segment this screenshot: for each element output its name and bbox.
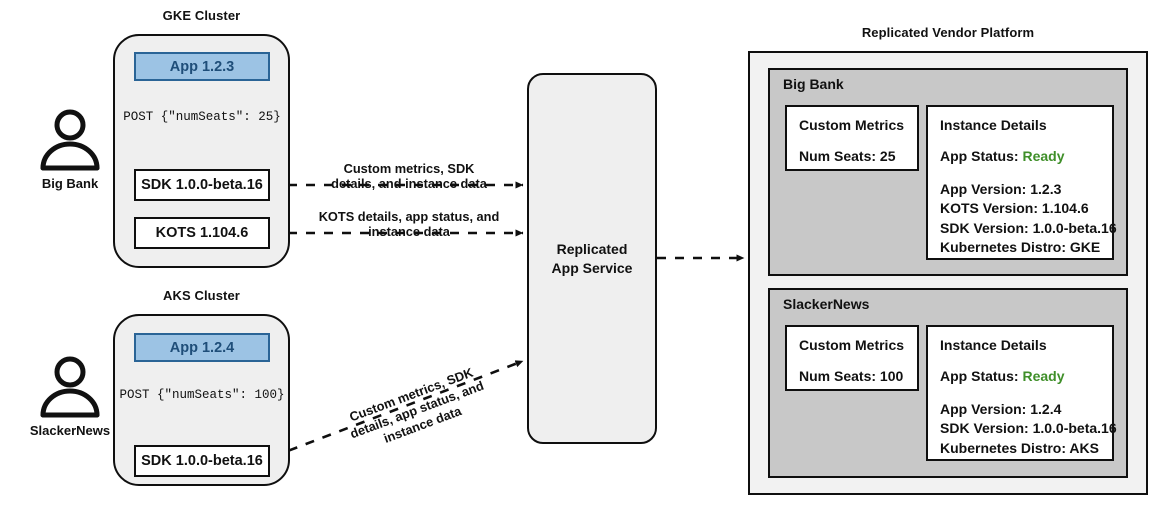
aks-app-box[interactable]: App 1.2.4 — [134, 333, 270, 362]
detail-line: App Version: 1.2.3 — [940, 180, 1062, 197]
edge-label-line: details, and instance data — [331, 176, 487, 191]
status-badge: Ready — [1022, 148, 1065, 164]
gke-post-label: POST {"numSeats": 25} — [123, 110, 281, 124]
spacer — [940, 167, 1100, 180]
status-badge: Ready — [1022, 368, 1065, 384]
metric-line: Num Seats: 25 — [799, 148, 896, 164]
edge-label-line: Custom metrics, SDK — [343, 161, 475, 176]
app-status-row: App Status: Ready — [940, 367, 1100, 387]
detail-line: KOTS Version: 1.104.6 — [940, 200, 1089, 216]
gke-kots-edge-label: KOTS details, app status, and instance d… — [309, 209, 509, 239]
replicated-app-service[interactable]: Replicated App Service — [527, 73, 657, 444]
instance-details-card-big-bank: Instance Details App Status: Ready App V… — [926, 105, 1117, 260]
service-label-line2: App Service — [551, 259, 633, 276]
platform-title: Replicated Vendor Platform — [861, 25, 1035, 40]
aks-sdk-edge-label: Custom metrics, SDK details, app status,… — [320, 354, 515, 465]
app-status-row: App Status: Ready — [940, 147, 1100, 167]
detail-line: Kubernetes Distro: GKE — [940, 239, 1101, 255]
aks-sdk-edge-label-wrap: Custom metrics, SDK details, app status,… — [322, 365, 512, 452]
detail-line: SDK Version: 1.0.0-beta.16 — [940, 219, 1117, 236]
app-status-label: App Status: — [940, 368, 1019, 384]
aks-post-label: POST {"numSeats": 100} — [119, 388, 285, 402]
aks-sdk-box[interactable]: SDK 1.0.0-beta.16 — [134, 445, 270, 477]
service-label-line1: Replicated — [556, 240, 628, 257]
card-title: Instance Details — [940, 117, 1047, 133]
detail-line: Kubernetes Distro: AKS — [940, 439, 1099, 456]
person-icon — [40, 109, 100, 171]
gke-cluster-title: GKE Cluster — [162, 8, 241, 23]
custom-metrics-card-slackernews: Custom Metrics Num Seats: 100 — [785, 325, 919, 391]
tenant-name: Big Bank — [783, 76, 844, 92]
metric-line: Num Seats: 100 — [799, 368, 904, 384]
gke-app-box[interactable]: App 1.2.3 — [134, 52, 270, 81]
custom-metrics-card-big-bank: Custom Metrics Num Seats: 25 — [785, 105, 919, 171]
instance-details-card-slackernews: Instance Details App Status: Ready App V… — [926, 325, 1117, 461]
edge-label-line: instance data — [368, 224, 450, 239]
customer-big-bank: Big Bank — [18, 108, 122, 191]
card-title: Custom Metrics — [799, 337, 905, 353]
card-title: Custom Metrics — [799, 117, 905, 133]
card-title: Instance Details — [940, 337, 1047, 353]
spacer — [940, 387, 1100, 400]
detail-line: App Version: 1.2.4 — [940, 400, 1062, 417]
customer-label: SlackerNews — [29, 423, 111, 438]
service-label: Replicated App Service — [552, 240, 633, 278]
gke-sdk-box[interactable]: SDK 1.0.0-beta.16 — [134, 169, 270, 201]
app-status-label: App Status: — [940, 148, 1019, 164]
aks-cluster-title: AKS Cluster — [163, 288, 240, 303]
gke-kots-box[interactable]: KOTS 1.104.6 — [134, 217, 270, 249]
person-icon — [40, 356, 100, 418]
tenant-name: SlackerNews — [783, 296, 870, 312]
detail-line: SDK Version: 1.0.0-beta.16 — [940, 420, 1117, 436]
edge-label-line: KOTS details, app status, and — [318, 209, 500, 224]
customer-slackernews: SlackerNews — [18, 355, 122, 438]
gke-sdk-edge-label: Custom metrics, SDK details, and instanc… — [327, 161, 491, 191]
customer-label: Big Bank — [41, 176, 99, 191]
